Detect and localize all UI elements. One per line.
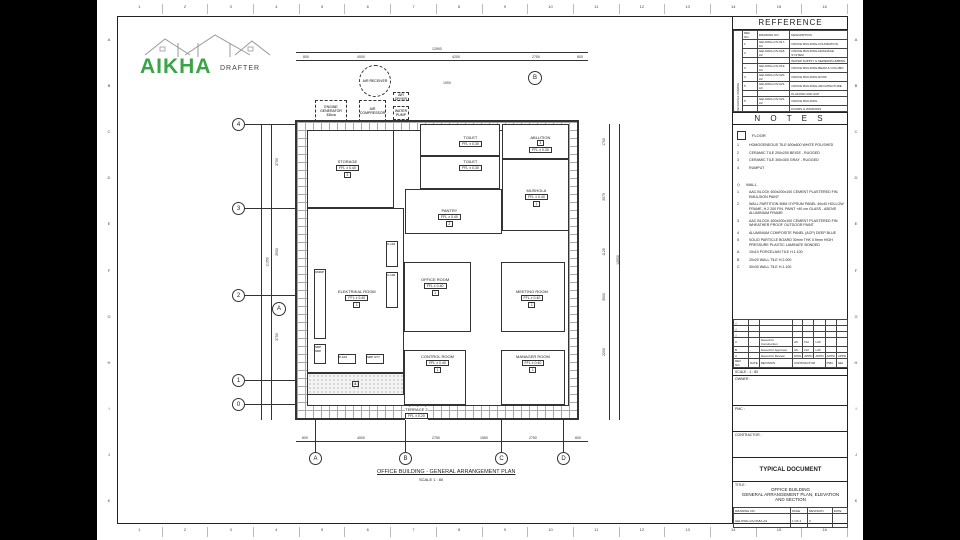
panel-c101: C-101 <box>386 241 398 267</box>
water-pump: WATER PUMP <box>393 106 409 120</box>
title-block: REFFERENCE REFERENCE DRAWING REF NO.DRAW… <box>732 16 849 528</box>
panel-p102: P-102 <box>338 354 356 364</box>
panel-c102: C-102 <box>386 272 398 308</box>
engine-generator: ENGINE GENERATOR 33kva <box>315 100 347 122</box>
page-number: 1 OF 4 <box>789 513 809 528</box>
wall-section: ◇WALL <box>737 182 757 187</box>
floor-icon <box>737 131 746 140</box>
grid-bubble-c: C <box>495 452 508 465</box>
top-dim-line <box>296 60 588 61</box>
wall-tag-icon: ◇ <box>737 182 741 187</box>
pmc-field: PMC : <box>733 405 848 431</box>
scale-field: SCALE : 1 : 80 <box>733 368 848 375</box>
date-value: - <box>831 513 849 528</box>
plan-scale: SCALE 1 : 80 <box>419 477 444 482</box>
revision-number: 0 <box>807 513 833 528</box>
grid-bubble-4: 4 <box>232 118 245 131</box>
owner-field: OWNER : <box>733 375 848 405</box>
logo-brand: AIKHA <box>140 55 212 78</box>
grid-bubble-a: A <box>309 452 322 465</box>
title-field: TITLE : OFFICE BUILDING GENERAL ARRANGEM… <box>733 481 848 507</box>
notes-title: N O T E S <box>733 112 848 125</box>
air-receiver: AIR RECEIVER <box>359 65 391 97</box>
table-row: DOORS & WINDOWS <box>734 105 848 112</box>
bottom-dim-line <box>296 441 588 442</box>
overall-dim: 12900 <box>432 47 442 51</box>
section-mark-b: B <box>528 71 542 85</box>
grid-bubble-0: 0 <box>232 398 245 411</box>
floor-section: FLOOR <box>737 131 844 140</box>
grid-bubble-3: 3 <box>232 202 245 215</box>
air-dryer: AIR DRYER <box>393 92 409 101</box>
contractor-field: CONTRACTOR : <box>733 431 848 457</box>
company-logo: AIKHA DRAFTER <box>140 33 280 83</box>
section-mark-a: A <box>272 302 286 316</box>
floor-plan: 12900 800 4000 4200 2750 800 AIR RECEIVE… <box>97 0 732 540</box>
overall-dim-line <box>296 52 588 53</box>
reference-title: REFFERENCE <box>733 16 848 30</box>
air-compressor: AIR COMPRESSOR <box>359 100 386 122</box>
typical-document: TYPICAL DOCUMENT <box>733 457 848 481</box>
panel-sdp: SDP SDP <box>314 344 326 364</box>
drawing-frame <box>117 16 848 524</box>
panel-umdp: UMDP <box>314 269 326 339</box>
panel-sdp-uty: SDP UTY <box>366 354 384 364</box>
logo-sub: DRAFTER <box>220 65 261 72</box>
grid-bubble-1: 1 <box>232 374 245 387</box>
drawing-number: GEI-DWG-CIV-018A-A3 <box>733 513 791 528</box>
landscape-area: 4 <box>307 373 404 395</box>
grid-bubble-b: B <box>399 452 412 465</box>
grid-bubble-2: 2 <box>232 289 245 302</box>
plan-caption: OFFICE BUILDING - GENERAL ARRANGEMENT PL… <box>377 469 516 475</box>
grid-bubble-d: D <box>557 452 570 465</box>
house-roofs-icon <box>144 34 271 57</box>
reference-table: REFERENCE DRAWING REF NO.DRAWING NO.DESC… <box>733 30 848 112</box>
